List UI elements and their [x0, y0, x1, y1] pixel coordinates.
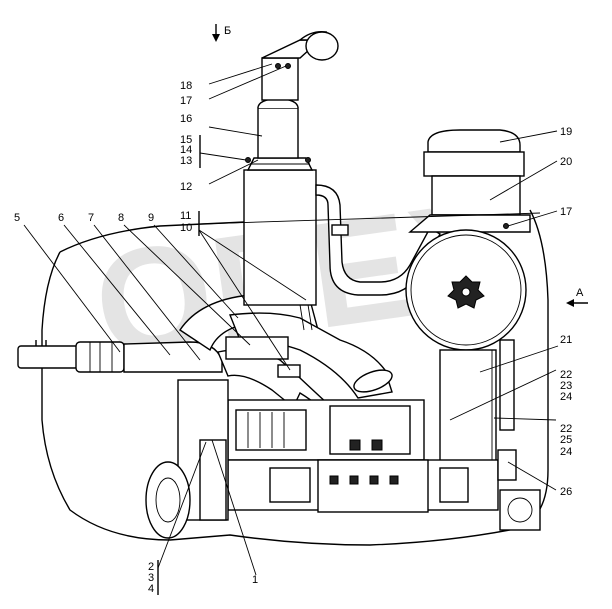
- callout-18: 18: [180, 80, 192, 92]
- callout-2: 2: [148, 561, 154, 573]
- view-mark-a-label: А: [576, 287, 584, 299]
- callout-22-a: 22: [560, 369, 572, 381]
- callout-4: 4: [148, 583, 154, 595]
- group-brackets: [157, 135, 201, 595]
- view-mark-b-label: Б: [224, 25, 231, 37]
- callout-19: 19: [560, 126, 572, 138]
- callout-26: 26: [560, 486, 572, 498]
- callout-16: 16: [180, 113, 192, 125]
- callout-7: 7: [88, 212, 94, 224]
- callout-8: 8: [118, 212, 124, 224]
- exhaust-stack: [243, 30, 339, 306]
- callout-6: 6: [58, 212, 64, 224]
- engine-outline: [41, 209, 549, 546]
- callout-17-right: 17: [560, 206, 572, 218]
- callout-21: 21: [560, 334, 572, 346]
- callout-5: 5: [14, 212, 20, 224]
- callout-14: 14: [180, 144, 192, 156]
- callout-24-b: 24: [560, 446, 572, 458]
- callout-12: 12: [180, 181, 192, 193]
- callout-labels: 18 17 16 15 14 13 12 11 10 5 6 7 8 9 19 …: [14, 80, 572, 595]
- view-marker-b: Б: [212, 24, 231, 42]
- engine-lower-block: [145, 379, 541, 539]
- view-marker-a: А: [566, 287, 588, 307]
- callout-24-a: 24: [560, 391, 572, 403]
- callout-23: 23: [560, 380, 572, 392]
- callout-25: 25: [560, 434, 572, 446]
- callout-15: 15: [180, 134, 192, 146]
- callout-13: 13: [180, 155, 192, 167]
- callout-9: 9: [148, 212, 154, 224]
- engine-block-left: [59, 221, 246, 253]
- callout-22-b: 22: [560, 423, 572, 435]
- air-cleaner: [405, 129, 531, 471]
- callout-1: 1: [252, 574, 258, 586]
- callout-3: 3: [148, 572, 154, 584]
- intake-hose-left: [17, 340, 223, 373]
- callout-10: 10: [180, 222, 192, 234]
- callout-11: 11: [180, 210, 191, 222]
- callout-20: 20: [560, 156, 572, 168]
- callout-17-top: 17: [180, 95, 192, 107]
- connecting-pipe: [315, 184, 441, 296]
